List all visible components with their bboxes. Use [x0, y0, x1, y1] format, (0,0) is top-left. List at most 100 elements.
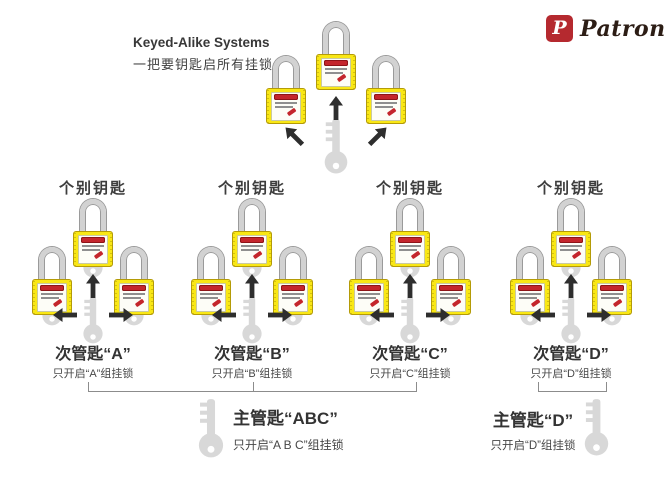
- padlock-body: [273, 279, 313, 315]
- arrow-up-icon: [403, 274, 417, 298]
- padlock-shackle-icon: [239, 199, 265, 235]
- danger-label: [436, 283, 466, 312]
- red-signature-mark: [286, 107, 297, 116]
- individual-key-label: 个别钥匙: [375, 180, 444, 197]
- padlock-body: [366, 88, 406, 124]
- padlock: [73, 199, 113, 267]
- label-text-line: [375, 106, 393, 108]
- danger-header-bar: [374, 94, 398, 100]
- arrow-left-icon: [212, 308, 236, 322]
- padlock: [349, 247, 389, 315]
- label-text-line: [241, 249, 259, 251]
- label-text-line: [358, 297, 376, 299]
- label-text-line: [123, 293, 145, 295]
- master-key-abc-section: 主管匙“ABC” 只开启“A B C”组挂锁: [233, 404, 344, 453]
- red-signature-mark: [252, 250, 263, 259]
- arrow-up-left-icon: [281, 123, 308, 150]
- padlock-body: [431, 279, 471, 315]
- master-key-abc-icon: [197, 398, 225, 458]
- label-text-line: [82, 245, 104, 247]
- danger-header-bar: [357, 285, 381, 291]
- padlock-shackle-icon: [273, 56, 299, 92]
- label-text-line: [282, 293, 304, 295]
- danger-label: [278, 283, 308, 312]
- label-text-line: [275, 102, 297, 104]
- arrow-right-icon: [109, 308, 133, 322]
- title-chinese: 一把要钥匙启所有挂锁: [133, 57, 274, 72]
- red-signature-mark: [612, 298, 623, 307]
- red-signature-mark: [451, 298, 462, 307]
- bracket-tick: [88, 382, 89, 391]
- danger-header-bar: [199, 285, 223, 291]
- submaster-key-icon: [399, 296, 421, 344]
- danger-label: [196, 283, 226, 312]
- group-bracket-d: [538, 382, 607, 392]
- padlock-shackle-icon: [517, 247, 543, 283]
- key-group-a: 个别钥匙: [18, 177, 168, 382]
- padlock: [232, 199, 272, 267]
- arrow-left-icon: [53, 308, 77, 322]
- submaster-key-label: 次管匙“A”: [55, 346, 131, 363]
- danger-header-bar: [81, 237, 105, 243]
- danger-label: [395, 235, 425, 264]
- submaster-key-label: 次管匙“D”: [533, 346, 609, 363]
- key-group-b: 个别钥匙: [177, 177, 327, 382]
- arrow-up-icon: [564, 274, 578, 298]
- group-bracket-abc: [88, 382, 417, 392]
- label-text-line: [325, 68, 347, 70]
- padlock-shackle-icon: [599, 247, 625, 283]
- padlock-shackle-icon: [323, 22, 349, 58]
- submaster-key-icon: [560, 296, 582, 344]
- brand-monogram-icon: P: [546, 15, 573, 42]
- padlock: [366, 56, 406, 124]
- label-text-line: [41, 293, 63, 295]
- red-signature-mark: [52, 298, 63, 307]
- submaster-key-note: 只开启“C”组挂锁: [369, 368, 451, 380]
- label-text-line: [375, 102, 397, 104]
- padlock-shackle-icon: [121, 247, 147, 283]
- red-signature-mark: [134, 298, 145, 307]
- arrow-right-icon: [268, 308, 292, 322]
- label-text-line: [601, 297, 619, 299]
- arrow-right-icon: [587, 308, 611, 322]
- bracket-tick: [538, 382, 539, 391]
- label-text-line: [275, 106, 293, 108]
- danger-label: [556, 235, 586, 264]
- danger-header-bar: [439, 285, 463, 291]
- padlock: [510, 247, 550, 315]
- key-group-c: 个别钥匙: [335, 177, 485, 382]
- bracket-tick: [252, 382, 254, 391]
- danger-label: [371, 92, 401, 121]
- master-key-note: 只开启“D”组挂锁: [490, 440, 576, 452]
- arrow-left-icon: [370, 308, 394, 322]
- title-english: Keyed-Alike Systems: [133, 35, 270, 50]
- label-text-line: [560, 245, 582, 247]
- submaster-key-label: 次管匙“C”: [372, 346, 448, 363]
- submaster-key-note: 只开启“A”组挂锁: [52, 368, 134, 380]
- master-key-label: 主管匙“ABC”: [233, 409, 338, 428]
- arrow-right-icon: [426, 308, 450, 322]
- danger-label: [354, 283, 384, 312]
- danger-header-bar: [518, 285, 542, 291]
- arrow-up-icon: [245, 274, 259, 298]
- individual-key-label: 个别钥匙: [536, 180, 605, 197]
- shared-key-icon: [323, 118, 349, 174]
- danger-label: [597, 283, 627, 312]
- key-group-d: 个别钥匙: [496, 177, 646, 382]
- padlock-shackle-icon: [280, 247, 306, 283]
- padlock: [390, 199, 430, 267]
- label-text-line: [200, 293, 222, 295]
- label-text-line: [519, 293, 541, 295]
- padlock-body: [232, 231, 272, 267]
- red-signature-mark: [293, 298, 304, 307]
- red-signature-mark: [336, 73, 347, 82]
- danger-header-bar: [559, 237, 583, 243]
- label-text-line: [200, 297, 218, 299]
- padlock-body: [390, 231, 430, 267]
- padlock-body: [73, 231, 113, 267]
- padlock-shackle-icon: [80, 199, 106, 235]
- danger-header-bar: [600, 285, 624, 291]
- individual-key-label: 个别钥匙: [217, 180, 286, 197]
- label-text-line: [241, 245, 263, 247]
